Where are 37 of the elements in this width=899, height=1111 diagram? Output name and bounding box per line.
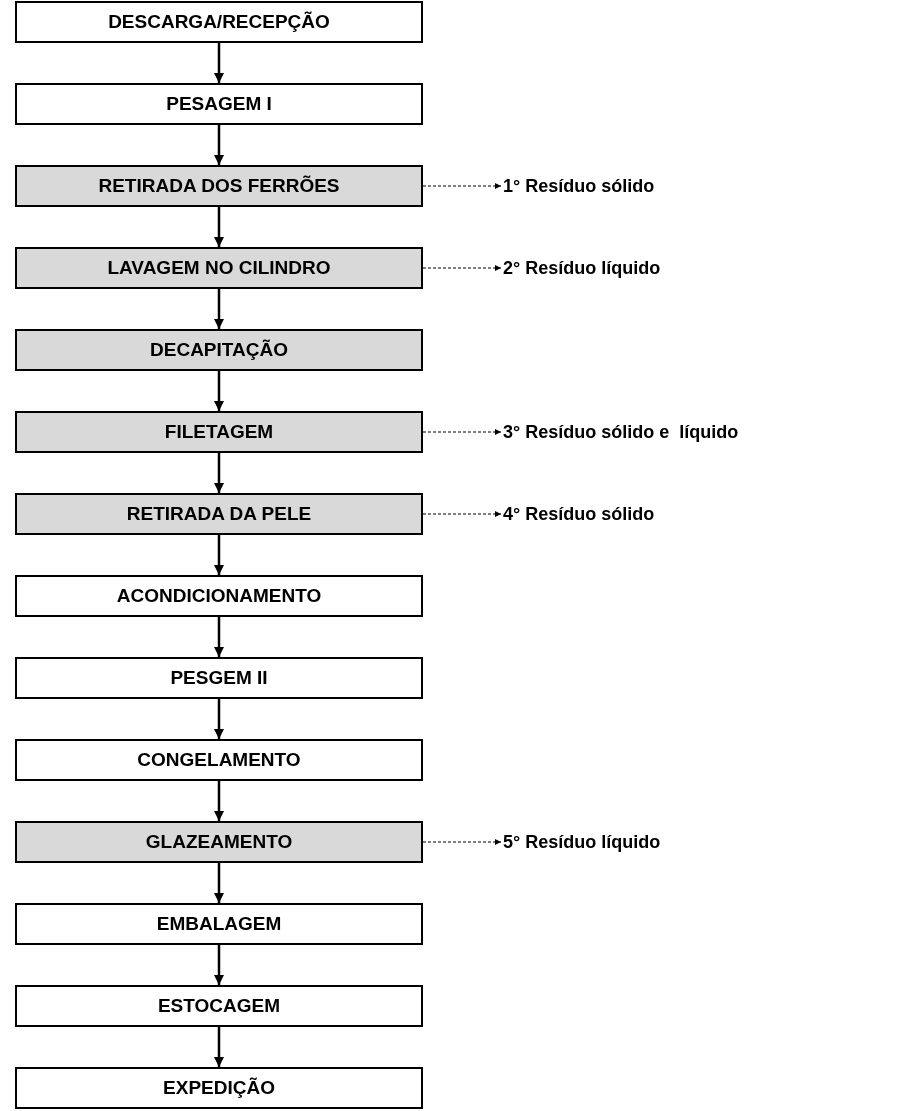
residue-label: 4° Resíduo sólido (503, 500, 655, 528)
process-box: LAVAGEM NO CILINDRO (15, 247, 423, 289)
residue-label: 5° Resíduo líquido (503, 828, 661, 856)
arrow (214, 617, 224, 657)
process-box: RETIRADA DA PELE (15, 493, 423, 535)
dashed-arrow (422, 511, 502, 517)
residue-label: 1° Resíduo sólido (503, 172, 655, 200)
arrow (214, 781, 224, 821)
arrow (214, 207, 224, 247)
process-box: ACONDICIONAMENTO (15, 575, 423, 617)
process-box: DECAPITAÇÃO (15, 329, 423, 371)
arrow (214, 289, 224, 329)
dashed-arrow (422, 265, 502, 271)
process-box: FILETAGEM (15, 411, 423, 453)
arrow (214, 945, 224, 985)
process-box: GLAZEAMENTO (15, 821, 423, 863)
process-box: EXPEDIÇÃO (15, 1067, 423, 1109)
process-box: ESTOCAGEM (15, 985, 423, 1027)
arrow (214, 453, 224, 493)
arrow (214, 535, 224, 575)
arrow (214, 43, 224, 83)
process-box: PESAGEM I (15, 83, 423, 125)
process-box: RETIRADA DOS FERRÕES (15, 165, 423, 207)
arrow (214, 371, 224, 411)
dashed-arrow (422, 183, 502, 189)
arrow (214, 1027, 224, 1067)
process-box: DESCARGA/RECEPÇÃO (15, 1, 423, 43)
dashed-arrow (422, 429, 502, 435)
arrow (214, 699, 224, 739)
arrow (214, 863, 224, 903)
residue-label: 2° Resíduo líquido (503, 254, 661, 282)
process-box: PESGEM II (15, 657, 423, 699)
residue-label: 3° Resíduo sólido e líquido (503, 418, 739, 446)
dashed-arrow (422, 839, 502, 845)
process-box: CONGELAMENTO (15, 739, 423, 781)
arrow (214, 125, 224, 165)
process-box: EMBALAGEM (15, 903, 423, 945)
